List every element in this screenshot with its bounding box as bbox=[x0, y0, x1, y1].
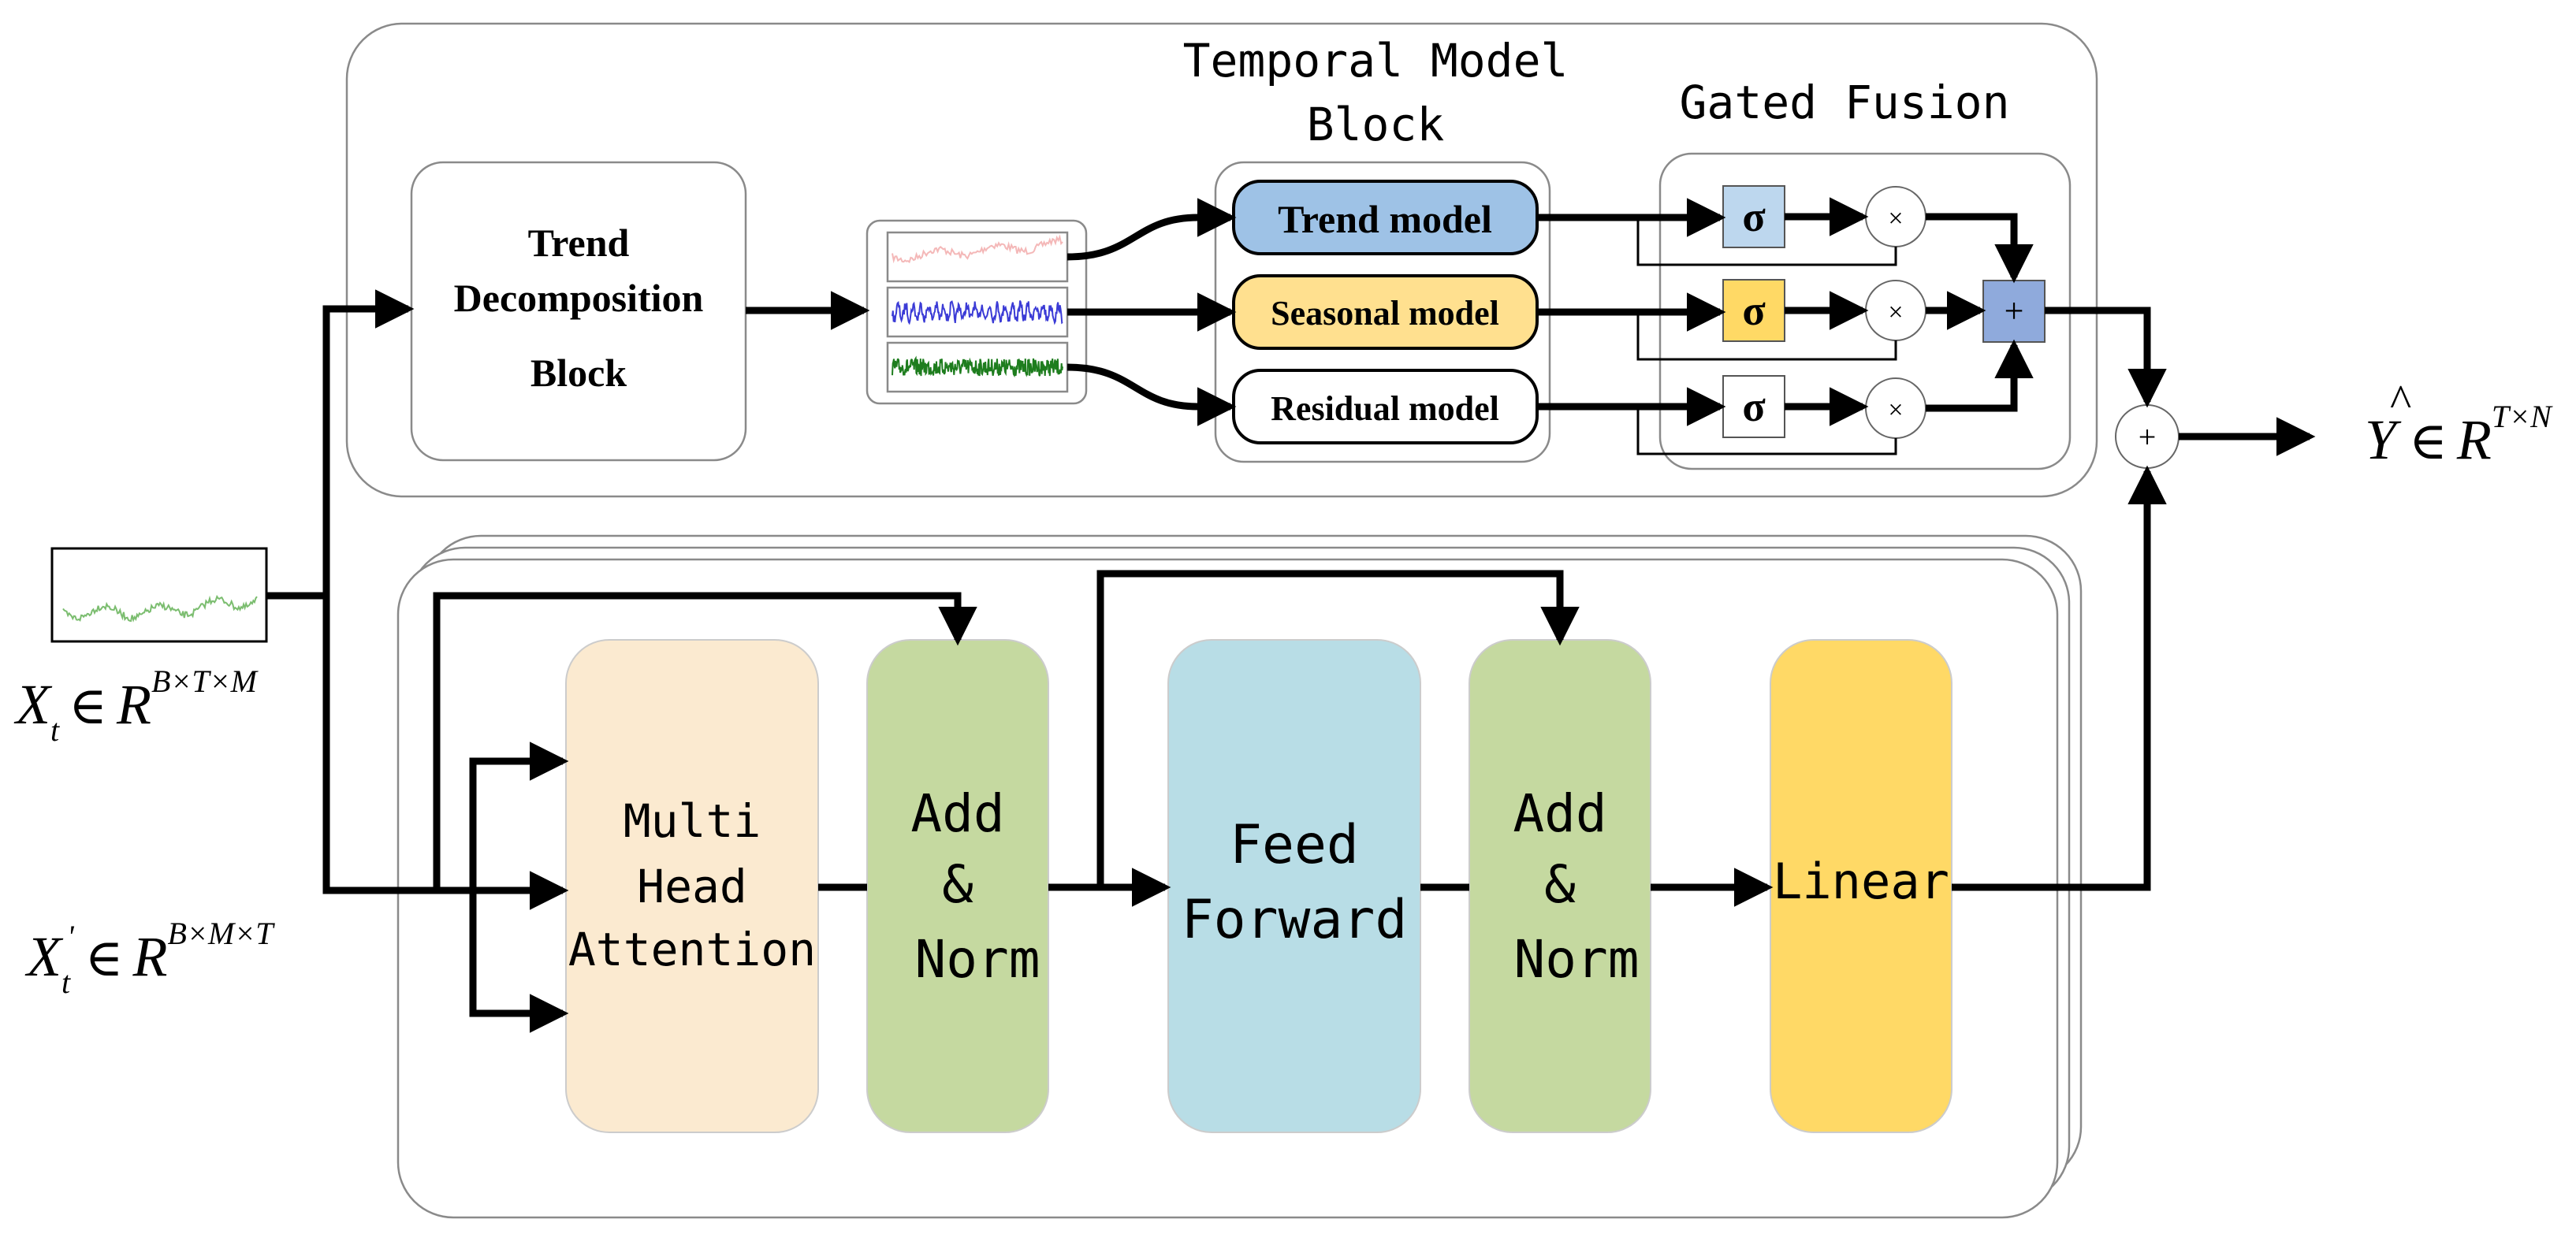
edge-trunk-to-attention bbox=[322, 596, 569, 910]
xt-set: R bbox=[116, 673, 151, 736]
add-norm-1-label-3: Norm bbox=[915, 929, 1040, 990]
xt-prime-sup: B×M×T bbox=[168, 916, 276, 951]
output-hat: ^ bbox=[2390, 375, 2411, 426]
trend-model-label: Trend model bbox=[1278, 197, 1492, 241]
edge-fan-attention-top bbox=[469, 742, 569, 890]
trend-series-thumb bbox=[886, 231, 1069, 283]
attention-label-2: Head bbox=[637, 860, 747, 913]
edge-multiply-sum-trend bbox=[1926, 213, 2034, 284]
connectors bbox=[266, 197, 2316, 1033]
sigma-label-seasonal: σ bbox=[1742, 287, 1766, 334]
feed-forward-label-1: Feed bbox=[1230, 814, 1359, 876]
gated-fusion-title: Gated Fusion bbox=[1679, 76, 2009, 129]
sigma-label-residual: σ bbox=[1742, 383, 1766, 430]
skip-residual bbox=[1636, 407, 1897, 455]
residual-series-line bbox=[892, 355, 1063, 378]
attention-label-1: Multi bbox=[624, 794, 761, 848]
skip-trend bbox=[1636, 217, 1897, 266]
xt-label: Xt∈RB×T×M bbox=[13, 663, 259, 748]
decomposition-label-2: Decomposition bbox=[454, 276, 704, 320]
gate-skip-connectors bbox=[1636, 217, 1897, 455]
xt-prime-rel: ∈ bbox=[85, 930, 124, 987]
xt-sup: B×T×M bbox=[151, 663, 259, 699]
xt-prime-label: Xt ' ∈RB×M×T bbox=[24, 916, 275, 1000]
add-norm-1-label-2: & bbox=[942, 854, 973, 915]
feed-forward-block bbox=[1167, 639, 1421, 1133]
output-rel: ∈ bbox=[2409, 413, 2448, 470]
edge-fan-attention-bottom bbox=[469, 890, 569, 1033]
sigma-gate-residual bbox=[1722, 375, 1785, 438]
xt-prime-base: X bbox=[24, 925, 64, 988]
edge-linear-final-sum bbox=[1952, 465, 2167, 891]
attention-label-3: Attention bbox=[568, 923, 816, 976]
xt-sub: t bbox=[50, 712, 60, 748]
edge-multiply-sum-residual bbox=[1926, 339, 2034, 412]
multiply-trend-label: × bbox=[1888, 204, 1903, 233]
output-base: Y bbox=[2365, 408, 2402, 471]
feed-forward-label-2: Forward bbox=[1182, 889, 1408, 951]
fusion-sum-label: + bbox=[2005, 292, 2024, 330]
temporal-model-title-1: Temporal Model bbox=[1183, 34, 1569, 87]
trend-series-line bbox=[892, 234, 1063, 264]
residual-model-label: Residual model bbox=[1271, 389, 1499, 428]
xt-prime-sub: t bbox=[61, 965, 71, 1000]
add-norm-2-label-1: Add bbox=[1513, 783, 1606, 844]
edge-series-residual bbox=[1067, 363, 1237, 426]
linear-label: Linear bbox=[1773, 853, 1949, 910]
xt-base: X bbox=[13, 673, 53, 736]
skip-seasonal bbox=[1636, 312, 1897, 361]
add-norm-2-label-3: Norm bbox=[1514, 929, 1640, 990]
edge-series-trend bbox=[1067, 198, 1237, 261]
decomposition-label-3: Block bbox=[530, 351, 627, 395]
input-series-thumb bbox=[50, 547, 268, 643]
add-norm-1-label-1: Add bbox=[910, 783, 1004, 844]
decomposition-label-1: Trend bbox=[528, 221, 630, 265]
output-label: Y∈RT×N bbox=[2365, 399, 2553, 471]
multiply-residual-label: × bbox=[1888, 396, 1903, 425]
xt-prime-set: R bbox=[132, 925, 168, 988]
output-sup: T×N bbox=[2492, 399, 2553, 434]
add-norm-2-label-2: & bbox=[1544, 854, 1576, 915]
sigma-label-trend: σ bbox=[1742, 193, 1766, 240]
fusion-sum-node bbox=[1982, 280, 2046, 343]
edge-residual-2 bbox=[1096, 570, 1580, 887]
temporal-model-title-2: Block bbox=[1307, 98, 1445, 151]
seasonal-model-label: Seasonal model bbox=[1271, 294, 1499, 333]
output-set: R bbox=[2456, 408, 2492, 471]
input-series-line bbox=[62, 594, 258, 623]
edge-residual-1 bbox=[433, 592, 977, 890]
xt-rel: ∈ bbox=[69, 678, 107, 735]
xt-prime-mark: ' bbox=[67, 919, 75, 954]
multiply-seasonal-label: × bbox=[1888, 298, 1903, 327]
final-sum-label: + bbox=[2139, 419, 2157, 455]
seasonal-series-line bbox=[892, 300, 1063, 325]
edge-fusion-final-sum bbox=[2045, 307, 2167, 408]
sigma-gate-seasonal bbox=[1722, 279, 1785, 342]
